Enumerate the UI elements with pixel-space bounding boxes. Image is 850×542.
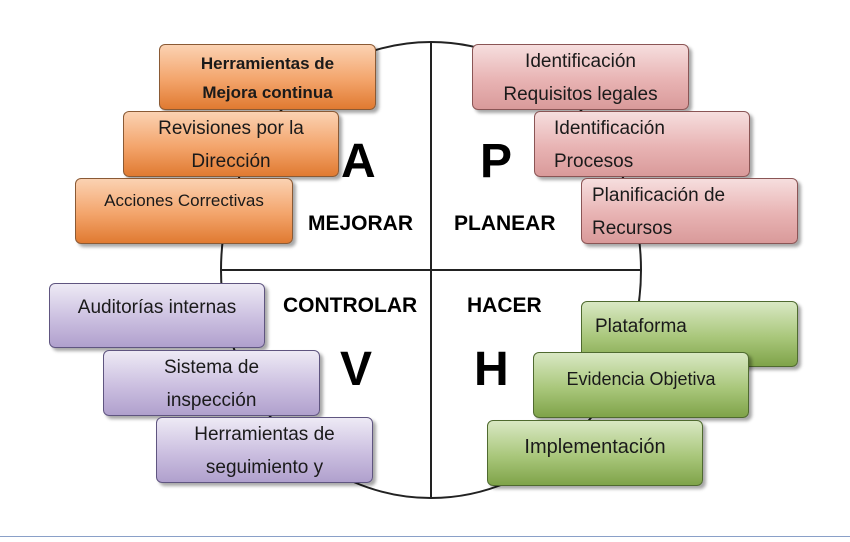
check-box-seguimiento: Herramientas de seguimiento y: [156, 417, 373, 483]
plan-box-recursos: Planificación de Recursos: [581, 178, 798, 244]
box-line: Auditorías internas: [77, 297, 237, 318]
box-line: Plataforma: [595, 316, 687, 337]
box-line: Procesos: [554, 151, 634, 172]
box-line: Mejora continua: [202, 83, 333, 102]
box-line: Herramientas de: [200, 54, 335, 73]
box-line: inspección: [166, 390, 257, 411]
quadrant-label-do: HACER: [467, 294, 542, 317]
box-line: Identificación: [554, 118, 665, 139]
letter-do: H: [474, 343, 509, 396]
box-line: Implementación: [524, 436, 666, 458]
bottom-rule: [0, 536, 850, 537]
box-line: Planificación de: [592, 185, 726, 206]
letter-check: V: [340, 343, 373, 396]
do-box-evidencia-objetiva: Evidencia Objetiva: [533, 352, 749, 418]
act-box-mejora-continua: Herramientas de Mejora continua: [159, 44, 376, 110]
box-line: Dirección: [191, 151, 271, 172]
check-box-auditorias: Auditorías internas: [49, 283, 265, 348]
box-line: Revisiones por la: [158, 118, 304, 139]
box-line: Herramientas de: [194, 424, 335, 445]
letter-plan: P: [480, 135, 513, 188]
box-line: Evidencia Objetiva: [566, 369, 716, 389]
act-box-acciones-correctivas: Acciones Correctivas: [75, 178, 293, 244]
box-line: Acciones Correctivas: [104, 191, 264, 210]
box-line: Requisitos legales: [503, 84, 658, 105]
plan-box-requisitos-legales: Identificación Requisitos legales: [472, 44, 689, 110]
check-box-inspeccion: Sistema de inspección: [103, 350, 320, 416]
act-box-revisiones: Revisiones por la Dirección: [123, 111, 339, 177]
letter-act: A: [341, 135, 376, 188]
box-line: Sistema de: [163, 357, 260, 378]
do-box-implementacion: Implementación: [487, 420, 703, 486]
quadrant-label-plan: PLANEAR: [454, 212, 556, 235]
box-line: seguimiento y: [205, 457, 324, 478]
quadrant-label-check: CONTROLAR: [283, 294, 418, 317]
box-line: Recursos: [592, 218, 673, 239]
box-line: Identificación: [525, 51, 636, 72]
plan-box-procesos: Identificación Procesos: [534, 111, 750, 177]
quadrant-label-act: MEJORAR: [308, 212, 414, 235]
